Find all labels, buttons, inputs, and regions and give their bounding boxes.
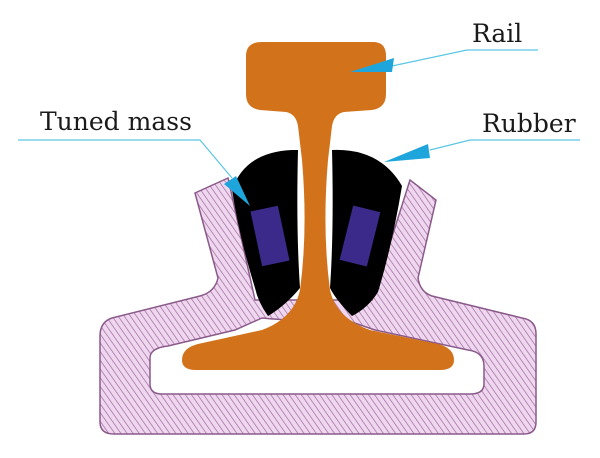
leader-line-rail [391,49,538,67]
leader-rubber [384,139,580,162]
rail [182,42,454,370]
arrow-head-rubber [384,144,430,162]
tuned-mass-left [250,205,290,267]
leader-tuned-mass [18,139,250,206]
label-tuned-mass: Tuned mass [40,107,192,136]
leader-line-rubber [429,139,580,151]
tuned-mass-right [339,205,381,267]
label-rail: Rail [472,19,522,48]
label-rubber: Rubber [482,109,576,138]
arrow-head-tuned-mass [224,176,250,206]
leader-rail [350,49,538,72]
leader-line-tuned-mass [18,139,233,179]
arrow-head-rail [350,58,394,72]
